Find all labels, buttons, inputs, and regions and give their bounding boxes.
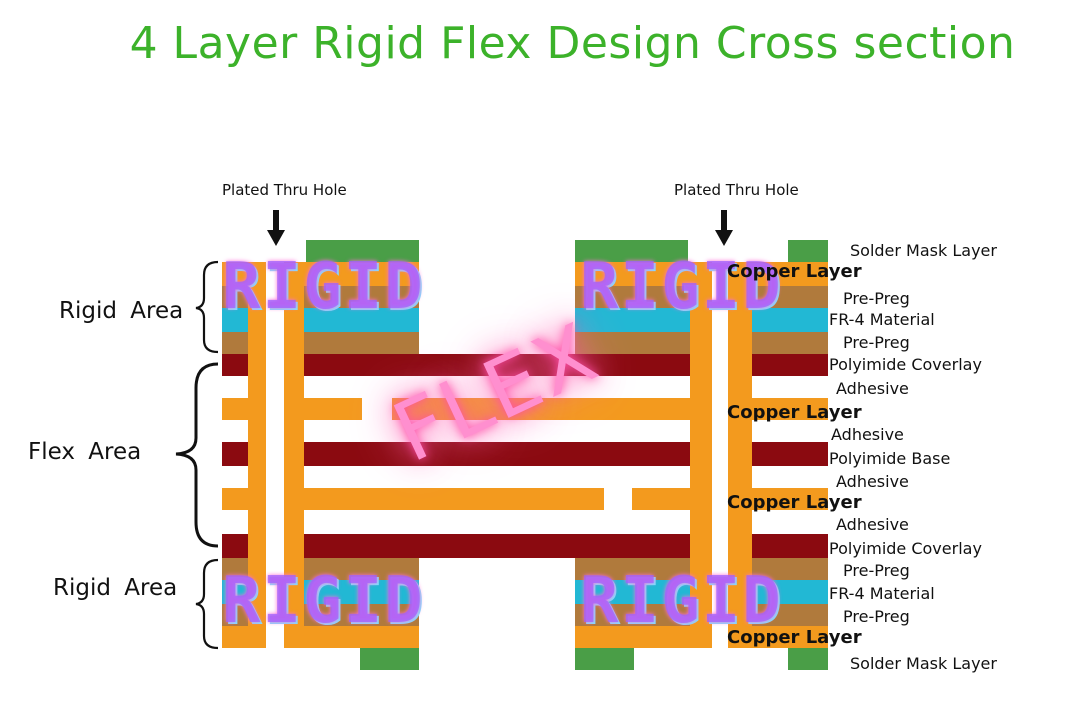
pth-arrow-right: [715, 210, 733, 246]
layer-label-copper-inner-1: Copper Layer: [727, 402, 862, 423]
pth-barrel-right-a: [690, 262, 712, 648]
polyimide-coverlay-top: [222, 354, 828, 376]
layer-label-fr4-top: FR-4 Material: [829, 310, 935, 329]
layer-label-copper-top: Copper Layer: [727, 261, 862, 282]
layer-label-prepreg-4: Pre-Preg: [843, 607, 910, 626]
layer-label-copper-bottom: Copper Layer: [727, 627, 862, 648]
layer-label-adhesive-4: Adhesive: [836, 515, 909, 534]
pth-barrel-left-b: [284, 262, 304, 648]
pth-arrow-left: [267, 210, 285, 246]
rigid-watermark-top-left: RIGID: [222, 250, 425, 324]
rigid-area-label-bottom: Rigid Area: [53, 575, 178, 601]
rigid-area-label-top: Rigid Area: [59, 298, 184, 324]
brace-rigid-bottom: [195, 558, 219, 650]
pth-barrel-right-b: [728, 262, 752, 648]
solder-mask-top-mid: [575, 240, 688, 262]
adhesive-2: [222, 420, 828, 442]
layer-label-copper-inner-2: Copper Layer: [727, 492, 862, 513]
layer-label-prepreg-2: Pre-Preg: [843, 333, 910, 352]
page-title: 4 Layer Rigid Flex Design Cross section: [129, 18, 1016, 69]
solder-mask-bot-mid: [575, 648, 634, 670]
layer-label-adhesive-3: Adhesive: [836, 472, 909, 491]
pth-label-right: Plated Thru Hole: [674, 181, 799, 199]
layer-label-solder-mask-top: Solder Mask Layer: [850, 241, 997, 260]
pth-label-left: Plated Thru Hole: [222, 181, 347, 199]
layer-label-solder-mask-bottom: Solder Mask Layer: [850, 654, 997, 673]
layer-label-fr4-bottom: FR-4 Material: [829, 584, 935, 603]
layer-label-polyimide-base: Polyimide Base: [829, 449, 951, 468]
adhesive-1: [222, 376, 828, 398]
adhesive-3: [222, 466, 828, 488]
solder-mask-top-right: [788, 240, 828, 262]
layer-label-adhesive-2: Adhesive: [831, 425, 904, 444]
rigid-watermark-bottom-left: RIGID: [222, 564, 425, 638]
brace-flex: [175, 362, 219, 548]
pth-barrel-left-a: [248, 262, 266, 648]
layer-label-coverlay-top: Polyimide Coverlay: [829, 355, 982, 374]
solder-mask-bot-right: [788, 648, 828, 670]
copper-inner-2-left: [222, 488, 604, 510]
pth-hole-left: [266, 262, 284, 648]
rigid-watermark-top-right: RIGID: [580, 250, 783, 324]
solder-mask-bot-left: [360, 648, 419, 670]
layer-label-prepreg-3: Pre-Preg: [843, 561, 910, 580]
layer-label-adhesive-1: Adhesive: [836, 379, 909, 398]
rigid-watermark-bottom-right: RIGID: [580, 564, 783, 638]
layer-label-prepreg-1: Pre-Preg: [843, 289, 910, 308]
brace-rigid-top: [195, 260, 219, 354]
layer-label-coverlay-bottom: Polyimide Coverlay: [829, 539, 982, 558]
flex-area-label: Flex Area: [28, 439, 142, 465]
solder-mask-top-left: [306, 240, 419, 262]
pth-hole-right: [712, 262, 728, 648]
